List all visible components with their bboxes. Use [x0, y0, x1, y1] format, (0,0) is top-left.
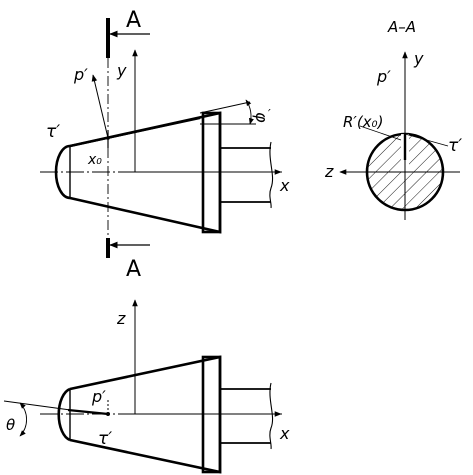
tau-prime-line [69, 116, 201, 148]
top-p-prime-label: p′ [91, 387, 106, 406]
top-tau-prime-label: τ′ [98, 429, 112, 449]
front-y-label: y [116, 61, 127, 80]
front-shaft-break [269, 141, 274, 209]
section-label-top: A [126, 8, 141, 33]
section-y-label: y [413, 49, 424, 68]
section-title: A–A [387, 18, 416, 36]
front-phi-prime-mark: ′ [268, 107, 271, 121]
section-tau-leader [404, 133, 449, 147]
top-shaft [220, 388, 271, 444]
top-view: z p′ θ τ′ x [3, 299, 290, 474]
x0-point [106, 136, 110, 140]
section-r-leader [359, 125, 402, 141]
front-shaft [220, 147, 271, 203]
phi-slope-ext [199, 101, 251, 114]
front-view: A A p′ y τ′ x₀ x φ ′ [40, 8, 290, 282]
top-x-label: x [279, 424, 290, 443]
front-phi-label: φ [252, 112, 271, 123]
top-z-label: z [116, 309, 126, 328]
p-prime-arrow [91, 74, 109, 139]
section-r-prime-label: R′(x₀) [343, 113, 383, 131]
theta-arc [19, 402, 27, 437]
phi-arc [245, 99, 254, 125]
front-p-prime-label: p′ [73, 65, 88, 84]
front-tau-prime-label: τ′ [46, 122, 60, 142]
top-cone-tip-arc [57, 387, 71, 442]
section-tau-prime-label: τ′ [448, 136, 462, 156]
front-x-label: x [279, 176, 290, 195]
top-tau-thick [67, 408, 109, 416]
section-view: A–A y p′ R′(x₀) τ′ z [324, 18, 462, 220]
section-z-label: z [324, 162, 334, 181]
section-p-prime-label: p′ [376, 67, 391, 86]
top-theta-label: θ [6, 416, 15, 434]
front-x0-label: x₀ [87, 152, 102, 168]
section-label-bottom: A [126, 257, 141, 282]
top-shaft-break [269, 382, 274, 450]
